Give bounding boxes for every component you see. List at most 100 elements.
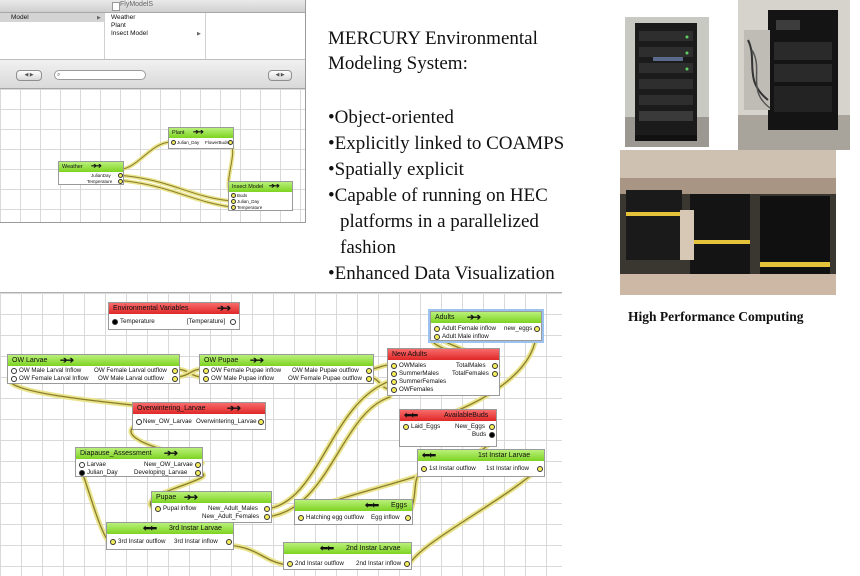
port-pin[interactable] — [172, 376, 178, 382]
port-pin[interactable] — [11, 368, 17, 374]
server-rack-photo-1 — [625, 17, 709, 147]
port-pin[interactable] — [287, 561, 293, 567]
port-pin[interactable] — [230, 319, 236, 325]
node-eggs[interactable]: ⬅⬅Eggs Hatching egg outflow Egg inflow — [294, 499, 413, 525]
port-pin[interactable] — [11, 376, 17, 382]
node-header[interactable]: ⬅⬅AvailableBuds — [400, 410, 496, 421]
browser-item-plant[interactable]: Plant — [111, 22, 126, 29]
node-overwintering-larvae[interactable]: Overwintering_Larvae➔➔ New_OW_Larvae Ove… — [132, 402, 266, 430]
node-header[interactable]: Weather➔➔ — [59, 162, 123, 172]
node-2nd-instar-larvae[interactable]: ⬅⬅2nd Instar Larvae 2nd Instar outflow 2… — [283, 542, 412, 570]
port-pin[interactable] — [228, 140, 233, 145]
port-pin[interactable] — [391, 387, 397, 393]
port-pin[interactable] — [391, 379, 397, 385]
port-pin[interactable] — [110, 539, 116, 545]
port-pin[interactable] — [79, 470, 85, 476]
port-pin[interactable] — [203, 376, 209, 382]
node-header[interactable]: Insect Model➔➔ — [229, 182, 292, 192]
nav-button[interactable]: ◀ ▶ — [268, 70, 292, 81]
node-environmental-variables[interactable]: Environmental Variables➔➔ Temperature [T… — [108, 302, 240, 330]
port-pin[interactable] — [264, 514, 270, 520]
window-titlebar[interactable]: FlyModelS — [0, 0, 305, 13]
port-pin[interactable] — [118, 179, 123, 184]
node-adults[interactable]: Adults➔➔ Adult Female inflow Adult Male … — [430, 311, 542, 341]
back-forward-button[interactable]: ◀ ▶ — [16, 70, 42, 81]
browser-item-model[interactable]: Model — [11, 14, 29, 21]
port-pin[interactable] — [172, 368, 178, 374]
node-header[interactable]: ⬅⬅1st Instar Larvae — [418, 450, 544, 461]
window-title: FlyModelS — [120, 1, 154, 8]
port-pin[interactable] — [366, 376, 372, 382]
node-new-adults[interactable]: New Adults OWMales SummerMales SummerFem… — [387, 348, 500, 396]
arrow-right-icon: ➔➔ — [193, 129, 204, 136]
node-ow-pupae[interactable]: OW Pupae➔➔ OW Female Pupae inflow OW Mal… — [199, 354, 374, 384]
node-ow-larvae[interactable]: OW Larvae➔➔ OW Male Larval Inflow OW Fem… — [7, 354, 180, 384]
app-window: FlyModelS Model ▶ Weather Plant Insect M… — [0, 0, 306, 223]
port-pin[interactable] — [489, 432, 495, 438]
port-pin[interactable] — [231, 205, 236, 210]
port-pin[interactable] — [298, 515, 304, 521]
node-header[interactable]: OW Larvae➔➔ — [8, 355, 179, 366]
search-input[interactable]: ⌕ — [54, 70, 146, 80]
port-pin[interactable] — [79, 462, 85, 468]
port-pin[interactable] — [403, 424, 409, 430]
port-pin[interactable] — [112, 319, 118, 325]
node-header[interactable]: Pupae➔➔ — [152, 492, 271, 503]
node-header[interactable]: Overwintering_Larvae➔➔ — [133, 403, 265, 414]
node-header[interactable]: Plant➔➔ — [169, 128, 233, 138]
port-pin[interactable] — [434, 326, 440, 332]
bullet-item: •Explicitly linked to COAMPS — [328, 133, 565, 154]
node-header[interactable]: OW Pupae➔➔ — [200, 355, 373, 366]
port-pin[interactable] — [492, 363, 498, 369]
node-weather[interactable]: Weather➔➔ JulianDay Temperature — [58, 161, 124, 185]
node-header[interactable]: Environmental Variables➔➔ — [109, 303, 239, 314]
arrow-right-icon: ➔➔ — [217, 303, 231, 313]
node-plant[interactable]: Plant➔➔ Julian_Day FlowerBuds — [168, 127, 234, 149]
node-3rd-instar-larvae[interactable]: ⬅⬅3rd Instar Larvae 3rd Instar outflow 3… — [106, 522, 234, 550]
port-pin[interactable] — [391, 371, 397, 377]
node-header[interactable]: Diapause_Assessment➔➔ — [76, 448, 202, 459]
port-pin[interactable] — [226, 539, 232, 545]
model-editor-canvas[interactable]: Environmental Variables➔➔ Temperature [T… — [0, 292, 562, 576]
port-pin[interactable] — [231, 199, 236, 204]
browser-item-weather[interactable]: Weather — [111, 14, 136, 21]
node-header[interactable]: ⬅⬅Eggs — [295, 500, 412, 511]
node-pupae[interactable]: Pupae➔➔ Pupal inflow New_Adult_Males New… — [151, 491, 272, 523]
port-pin[interactable] — [421, 466, 427, 472]
bullet-item: •Spatially explicit — [328, 159, 464, 180]
node-header[interactable]: ⬅⬅2nd Instar Larvae — [284, 543, 411, 554]
port-pin[interactable] — [492, 371, 498, 377]
browser-item-insect-model[interactable]: Insect Model — [111, 30, 148, 37]
port-pin[interactable] — [136, 419, 142, 425]
port-pin[interactable] — [391, 363, 397, 369]
port-pin[interactable] — [203, 368, 209, 374]
port-pin[interactable] — [195, 462, 201, 468]
port-pin[interactable] — [405, 515, 411, 521]
node-header[interactable]: ⬅⬅3rd Instar Larvae — [107, 523, 233, 534]
node-insect-model[interactable]: Insect Model➔➔ Buds Julian_Day Temperatu… — [228, 181, 293, 211]
node-1st-instar-larvae[interactable]: ⬅⬅1st Instar Larvae 1st Instar outflow 1… — [417, 449, 545, 477]
port-pin[interactable] — [231, 193, 236, 198]
port-pin[interactable] — [366, 368, 372, 374]
port-pin[interactable] — [171, 140, 176, 145]
slide-title-line-1: MERCURY Environmental — [328, 28, 538, 49]
port-pin[interactable] — [155, 506, 161, 512]
port-pin[interactable] — [404, 561, 410, 567]
port-pin[interactable] — [434, 334, 440, 340]
port-pin[interactable] — [534, 326, 540, 332]
node-available-buds[interactable]: ⬅⬅AvailableBuds Laid_Eggs New_Eggs Buds — [399, 409, 497, 447]
model-canvas[interactable]: Plant➔➔ Julian_Day FlowerBuds Weather➔➔ … — [0, 89, 305, 222]
arrow-right-icon: ➔➔ — [250, 355, 264, 365]
node-diapause-assessment[interactable]: Diapause_Assessment➔➔ Larvae Julian_Day … — [75, 447, 203, 477]
node-header[interactable]: New Adults — [388, 349, 499, 360]
port-pin[interactable] — [118, 173, 123, 178]
port-pin[interactable] — [195, 470, 201, 476]
bullet-item: platforms in a parallelized — [340, 211, 539, 232]
document-icon — [112, 2, 120, 11]
port-pin[interactable] — [258, 419, 264, 425]
chevron-right-icon: ▶ — [197, 31, 201, 37]
node-header[interactable]: Adults➔➔ — [431, 312, 541, 323]
port-pin[interactable] — [537, 466, 543, 472]
port-pin[interactable] — [489, 424, 495, 430]
port-pin[interactable] — [264, 506, 270, 512]
